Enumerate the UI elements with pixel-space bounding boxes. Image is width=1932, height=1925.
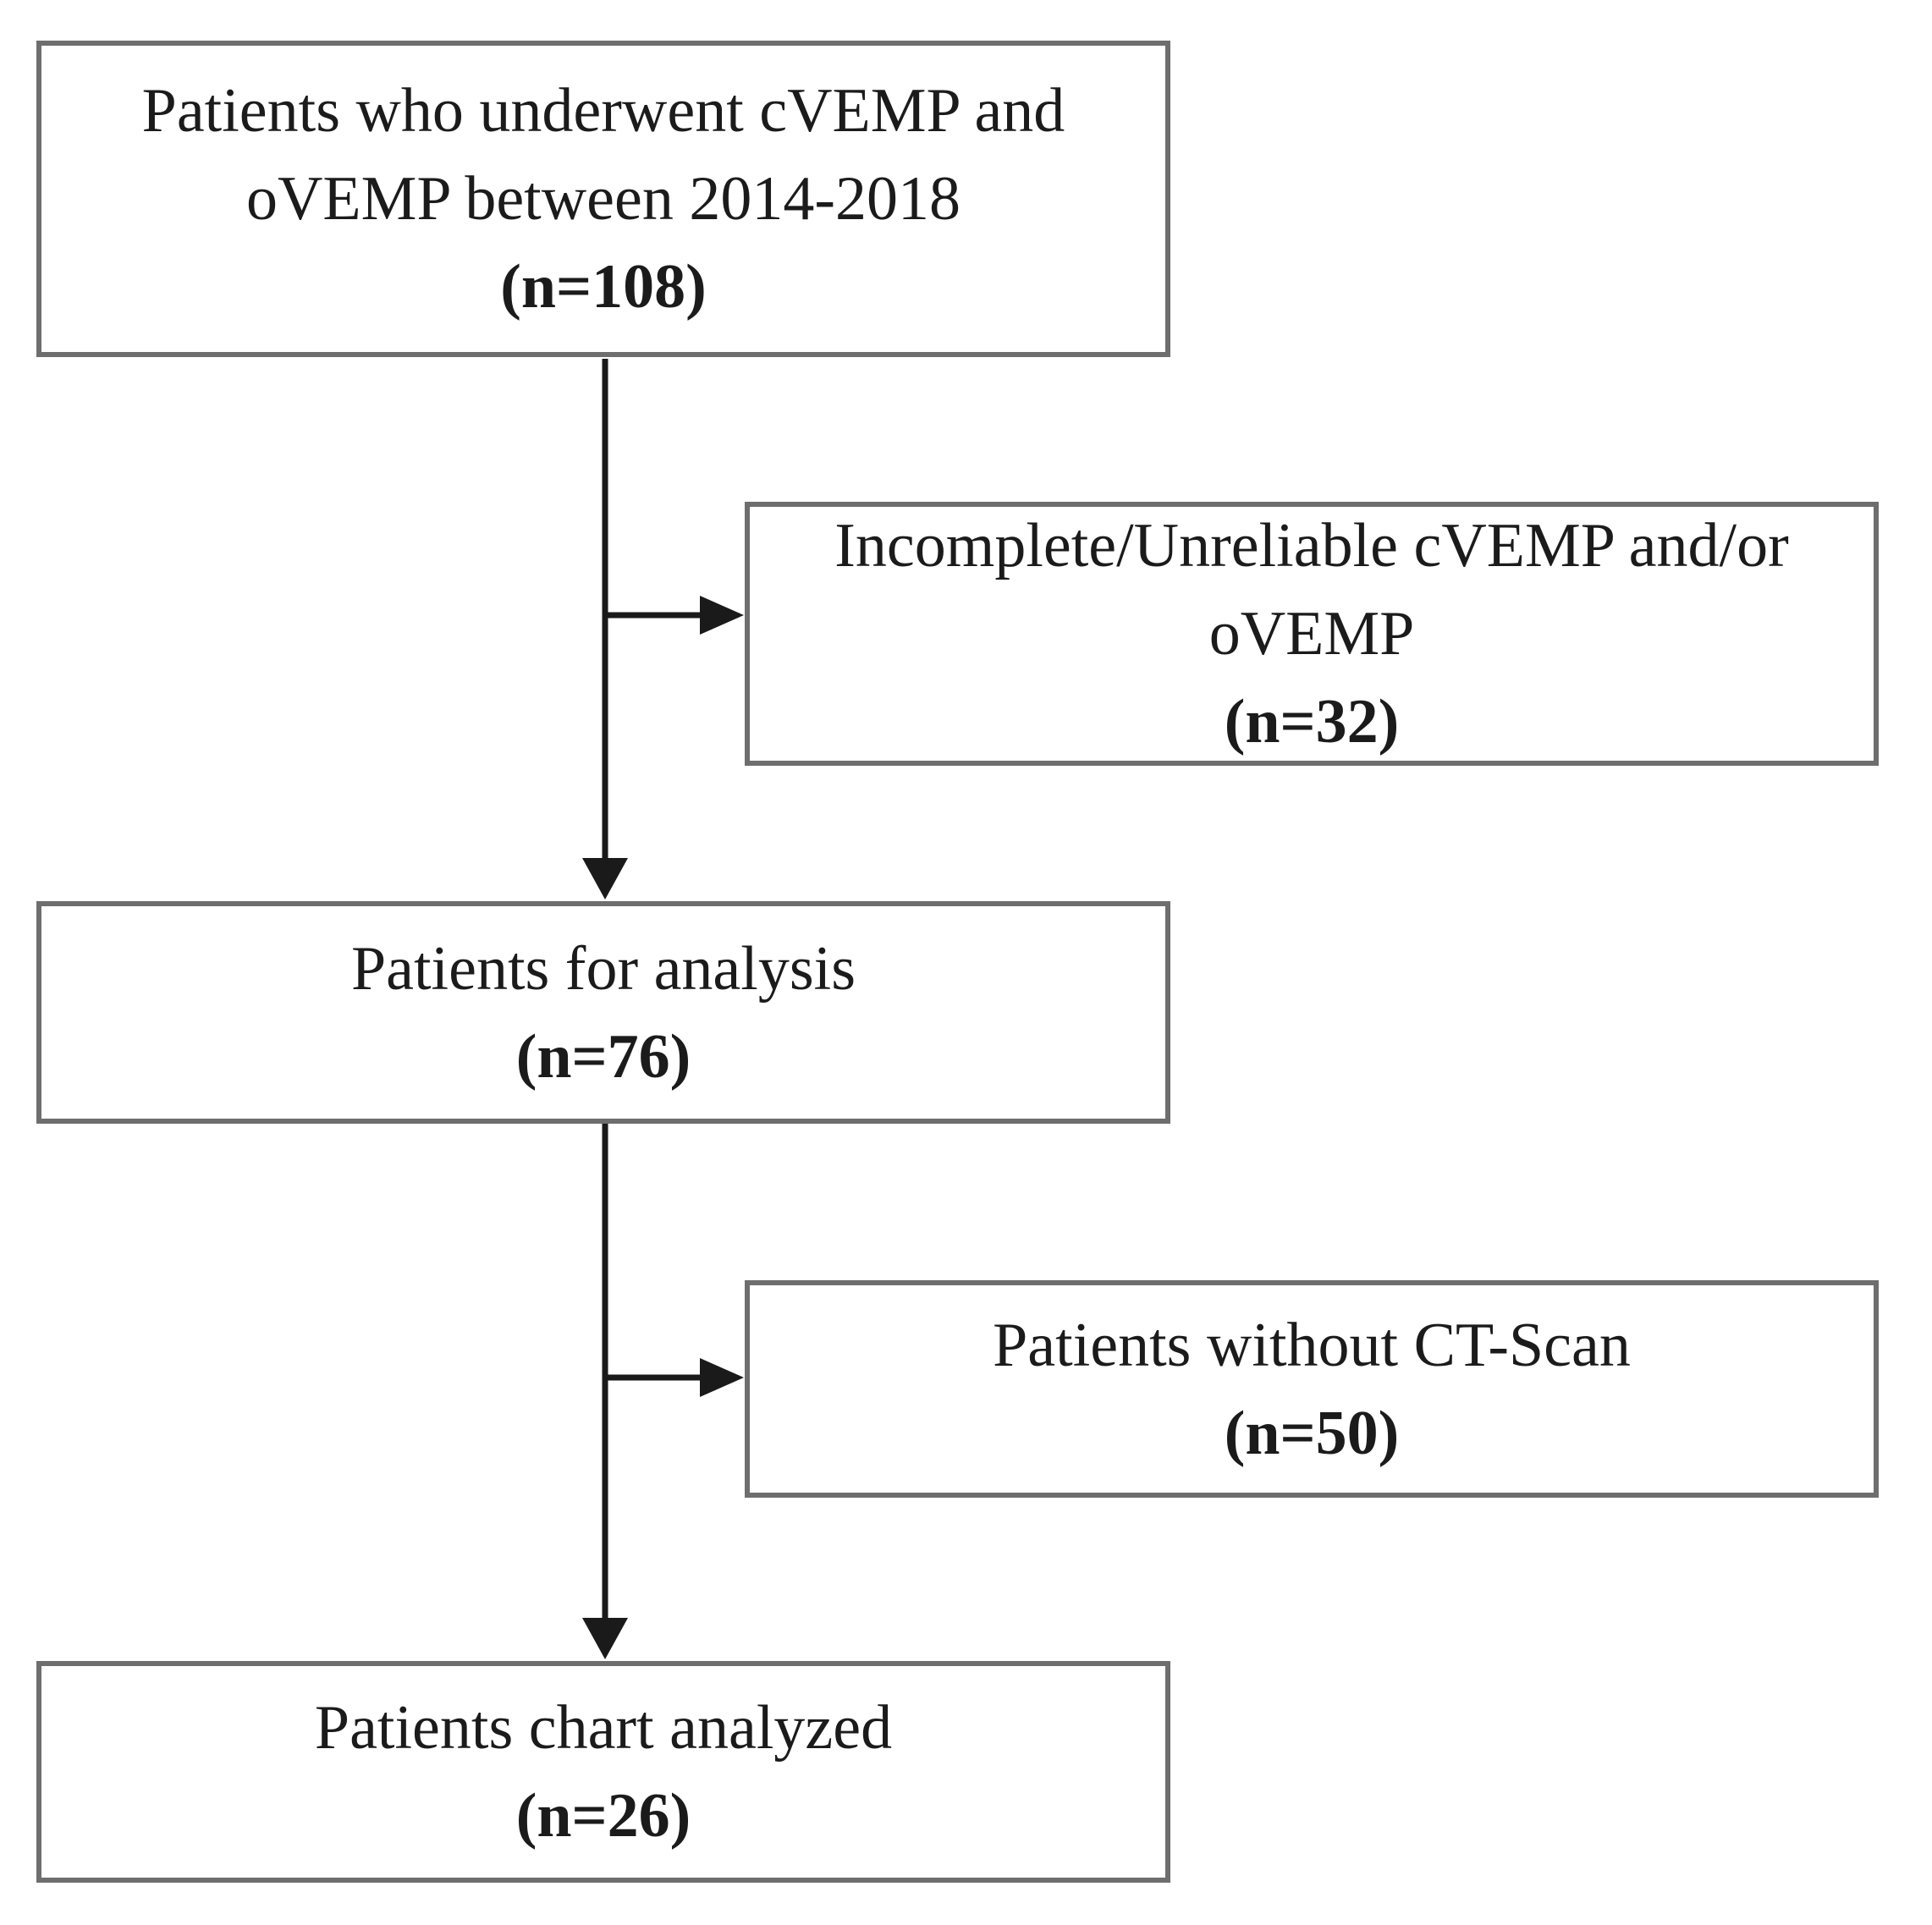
node-initial-cohort: Patients who underwent cVEMP and oVEMP b…: [36, 41, 1170, 357]
node-text-line: oVEMP: [1208, 599, 1415, 668]
arrowhead-down-into-final: [582, 1618, 628, 1659]
node-excluded-unreliable-vemp: Incomplete/Unreliable cVEMP and/or oVEMP…: [745, 502, 1879, 766]
node-count: (n=26): [515, 1781, 691, 1851]
node-count: (n=50): [1224, 1398, 1400, 1468]
node-count: (n=76): [515, 1021, 691, 1092]
node-text-line: Patients without CT-Scan: [993, 1310, 1631, 1380]
node-patients-for-analysis: Patients for analysis (n=76): [36, 901, 1170, 1124]
node-text-line: Patients for analysis: [350, 933, 856, 1004]
node-charts-analyzed: Patients chart analyzed (n=26): [36, 1661, 1170, 1883]
arrowhead-down-into-analysis: [582, 858, 628, 899]
node-count: (n=108): [500, 252, 707, 322]
node-text-line: Patients chart analyzed: [314, 1693, 893, 1763]
node-text-line: oVEMP between 2014-2018: [245, 164, 961, 234]
node-text-line: Patients who underwent cVEMP and: [141, 76, 1065, 146]
arrowhead-right-into-excluded-vemp: [700, 596, 744, 635]
arrowhead-right-into-excluded-ct: [700, 1358, 744, 1397]
node-excluded-no-ct-scan: Patients without CT-Scan (n=50): [745, 1280, 1879, 1498]
node-count: (n=32): [1224, 687, 1400, 756]
node-text-line: Incomplete/Unreliable cVEMP and/or: [834, 511, 1789, 580]
